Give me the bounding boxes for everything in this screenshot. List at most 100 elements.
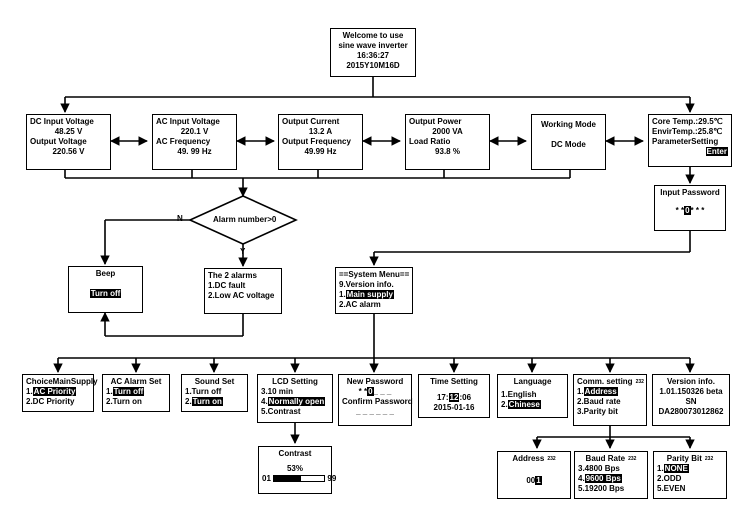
enter-button[interactable]: Enter	[705, 147, 728, 156]
serial-label: SN	[685, 397, 697, 406]
menu-item-version[interactable]: 9.Version info.	[339, 280, 394, 289]
parity-even-option[interactable]: 5.EVEN	[657, 484, 686, 493]
ac-alarm-set-screen: AC Alarm Set 1.Turn off 2.Turn on	[102, 374, 170, 412]
choice-dc-priority-option[interactable]: 2.DC Priority	[26, 397, 75, 406]
welcome-line2: sine wave inverter	[338, 41, 408, 50]
ac-input-voltage-value: 220.1 V	[180, 127, 209, 136]
time-minute-cursor[interactable]: 12	[448, 393, 460, 402]
language-screen: Language 1.English 2.Chinese	[497, 374, 568, 418]
contrast-percent: 53%	[286, 464, 303, 473]
input-password-screen: Input Password * *0* * *	[654, 185, 726, 231]
choice-main-supply-title: ChoiceMainSupply	[26, 377, 98, 386]
welcome-line1: Welcome to use	[342, 31, 404, 40]
contrast-slider[interactable]	[273, 475, 326, 483]
welcome-time: 16:36:27	[356, 51, 390, 60]
baud-19200-option[interactable]: 5.19200 Bps	[578, 484, 625, 493]
contrast-slider-fill	[274, 476, 301, 482]
parity-none-option[interactable]: NONE	[663, 464, 689, 473]
new-password-blanks: _ _ _	[373, 387, 392, 396]
menu-item-main-supply-num: 1.	[339, 290, 346, 299]
parameter-setting-label: ParameterSetting	[652, 137, 719, 146]
output-current-label: Output Current	[282, 117, 340, 126]
working-mode-label: Working Mode	[541, 120, 596, 129]
ac-alarm-turn-on-option[interactable]: 2.Turn on	[106, 397, 142, 406]
lcd-setting-title: LCD Setting	[272, 377, 318, 386]
language-chinese-option[interactable]: Chinese	[507, 400, 541, 409]
menu-item-main-supply[interactable]: Main supply	[345, 290, 394, 299]
time-setting-screen: Time Setting 17:12:06 2015-01-16	[418, 374, 490, 418]
lcd-option4-num: 4.	[261, 397, 268, 406]
alarm-decision-diamond	[188, 195, 298, 245]
dc-input-voltage-value: 48.25 V	[54, 127, 83, 136]
ac-input-screen: AC Input Voltage 220.1 V AC Frequency 49…	[152, 114, 237, 170]
serial-number: DA280073012862	[658, 407, 724, 416]
beep-turn-off-option[interactable]: Turn off	[89, 289, 122, 298]
address-value-prefix: 00	[526, 476, 536, 485]
sound-turn-off-option[interactable]: 1.Turn off	[185, 387, 222, 396]
core-temp: Core Temp.:29.5℃	[652, 117, 723, 126]
welcome-date: 2015Y10M16D	[346, 61, 400, 70]
output-power-label: Output Power	[409, 117, 462, 126]
choice-ac-priority-option[interactable]: AC Priority	[32, 387, 77, 396]
baud-9600-option[interactable]: 9600 Bps	[584, 474, 622, 483]
new-password-masked: * *	[358, 387, 368, 396]
sound-set-title: Sound Set	[194, 377, 235, 386]
lcd-contrast-option[interactable]: 5.Contrast	[261, 407, 301, 416]
lcd-backlight-time-option[interactable]: 3.10 min	[261, 387, 294, 396]
envir-temp: EnvirTemp.:25.8℃	[652, 127, 723, 136]
comm-232-badge: 232	[635, 379, 644, 385]
comm-setting-title: Comm. setting	[577, 377, 633, 386]
language-title: Language	[513, 377, 552, 386]
confirm-password-label: Confirm Password	[342, 397, 413, 406]
contrast-min: 01	[262, 474, 271, 483]
sound-turn-on-option[interactable]: Turn on	[191, 397, 223, 406]
time-hour: 17:	[436, 393, 449, 402]
output-voltage-label: Output Voltage	[30, 137, 87, 146]
system-menu-screen: ==System Menu== 9.Version info. 1.Main s…	[335, 267, 413, 314]
alarm-question: Alarm number>0	[213, 215, 277, 224]
contrast-title: Contrast	[278, 449, 312, 458]
parity-bit-title: Parity Bit	[666, 454, 702, 463]
new-password-digit-cursor[interactable]: 0	[367, 387, 374, 396]
password-masked-pre: * *	[675, 206, 685, 215]
parity-232-badge: 232	[704, 456, 714, 462]
ac-input-voltage-label: AC Input Voltage	[156, 117, 220, 126]
language-option2-num: 2.	[501, 400, 508, 409]
ac-alarm-turn-off-option[interactable]: Turn off	[112, 387, 145, 396]
lcd-normally-open-option[interactable]: Normally open	[267, 397, 326, 406]
parity-option1-num: 1.	[657, 464, 664, 473]
baud-4800-option[interactable]: 3.4800 Bps	[578, 464, 620, 473]
output-frequency-value: 49.99 Hz	[304, 147, 337, 156]
address-digit-cursor[interactable]: 1	[535, 476, 542, 485]
lcd-setting-screen: LCD Setting 3.10 min 4.Normally open 5.C…	[257, 374, 333, 423]
input-password-title: Input Password	[660, 188, 720, 197]
confirm-password-blanks[interactable]: _ _ _ _ _ _	[356, 407, 394, 416]
menu-item-ac-alarm[interactable]: 2.AC alarm	[339, 300, 381, 309]
comm-baud-rate-option[interactable]: 2.Baud rate	[577, 397, 621, 406]
load-ratio-label: Load Ratio	[409, 137, 451, 146]
alarm-item-low-ac: 2.Low AC voltage	[208, 291, 275, 300]
time-second: :06	[459, 393, 472, 402]
new-password-title: New Password	[346, 377, 404, 386]
language-english-option[interactable]: 1.English	[501, 390, 537, 399]
parity-odd-option[interactable]: 2.ODD	[657, 474, 682, 483]
ac-alarm-set-title: AC Alarm Set	[110, 377, 162, 386]
password-digit-cursor[interactable]: 0	[684, 206, 691, 215]
baud-rate-title: Baud Rate	[585, 454, 626, 463]
output-power-screen: Output Power 2000 VA Load Ratio 93.8 %	[405, 114, 490, 170]
alarm-no-label: N	[177, 214, 183, 223]
comm-parity-bit-option[interactable]: 3.Parity bit	[577, 407, 618, 416]
alarms-screen: The 2 alarms 1.DC fault 2.Low AC voltage	[204, 268, 282, 314]
address-232-badge: 232	[547, 456, 556, 462]
sound-set-screen: Sound Set 1.Turn off 2.Turn on	[181, 374, 248, 412]
working-mode-value: DC Mode	[551, 140, 586, 149]
output-current-value: 13.2 A	[308, 127, 333, 136]
comm-address-option[interactable]: Address	[583, 387, 618, 396]
version-info-title: Version info.	[666, 377, 715, 386]
date-value[interactable]: 2015-01-16	[433, 403, 475, 412]
time-setting-title: Time Setting	[430, 377, 478, 386]
contrast-screen: Contrast 53% 01 99	[258, 446, 336, 494]
